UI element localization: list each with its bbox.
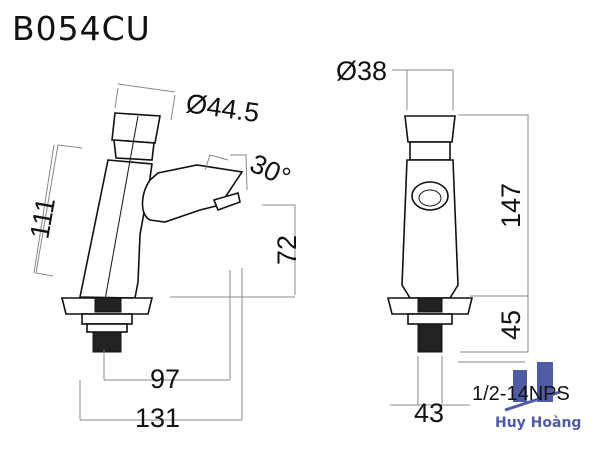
thread-shank — [92, 331, 122, 353]
spout — [141, 164, 244, 223]
front-dim-line-head — [392, 69, 454, 110]
front-thread-shank — [417, 323, 443, 353]
watermark-logo: Huy Hoàng — [495, 362, 581, 431]
faucet-body — [79, 159, 153, 299]
front-dim-line-height — [458, 114, 529, 353]
front-collar — [409, 141, 451, 161]
dim-height-111: 111 — [24, 195, 61, 241]
front-dim-shank: 45 — [496, 310, 526, 340]
front-dim-head-diameter: Ø38 — [336, 56, 387, 86]
base-washer — [81, 313, 133, 325]
dim-line-lengths — [79, 268, 243, 421]
dim-line-head — [114, 83, 176, 121]
base-nut — [94, 297, 122, 313]
dim-angle: 30° — [245, 148, 295, 192]
front-base-nut — [417, 297, 443, 313]
side-view-dimensions: Ø44.5 111 30° 72 97 131 — [24, 83, 302, 433]
thread-spec: 1/2-14NPS — [472, 383, 570, 405]
model-title: B054CU — [12, 9, 151, 48]
dim-line-angle — [204, 154, 248, 191]
dim-spout-height: 72 — [272, 235, 302, 265]
front-dim-height: 147 — [496, 183, 526, 228]
logo-swoosh — [504, 390, 561, 412]
front-dim-line-base — [390, 356, 470, 406]
building-icon-tall — [537, 362, 553, 402]
base-ring — [86, 323, 128, 333]
front-outlet-inner — [418, 189, 442, 207]
front-view-faucet — [386, 115, 474, 353]
front-body — [401, 159, 459, 299]
front-dim-base-width: 43 — [414, 398, 444, 428]
spout-nozzle — [212, 191, 241, 212]
front-view-dimensions: Ø38 147 45 43 — [336, 56, 529, 428]
dim-total-length: 131 — [135, 403, 180, 433]
dim-head-diameter: Ø44.5 — [184, 88, 261, 128]
building-icon — [513, 370, 527, 402]
watermark-text: Huy Hoàng — [495, 415, 581, 431]
side-view-faucet — [60, 112, 244, 353]
button-collar — [113, 139, 155, 161]
front-push-button — [404, 115, 456, 143]
front-washer — [407, 313, 453, 325]
dim-line-spout-height — [170, 204, 296, 298]
dim-spout-reach: 97 — [150, 364, 180, 394]
dim-line-height — [33, 144, 83, 277]
center-line — [104, 115, 139, 301]
